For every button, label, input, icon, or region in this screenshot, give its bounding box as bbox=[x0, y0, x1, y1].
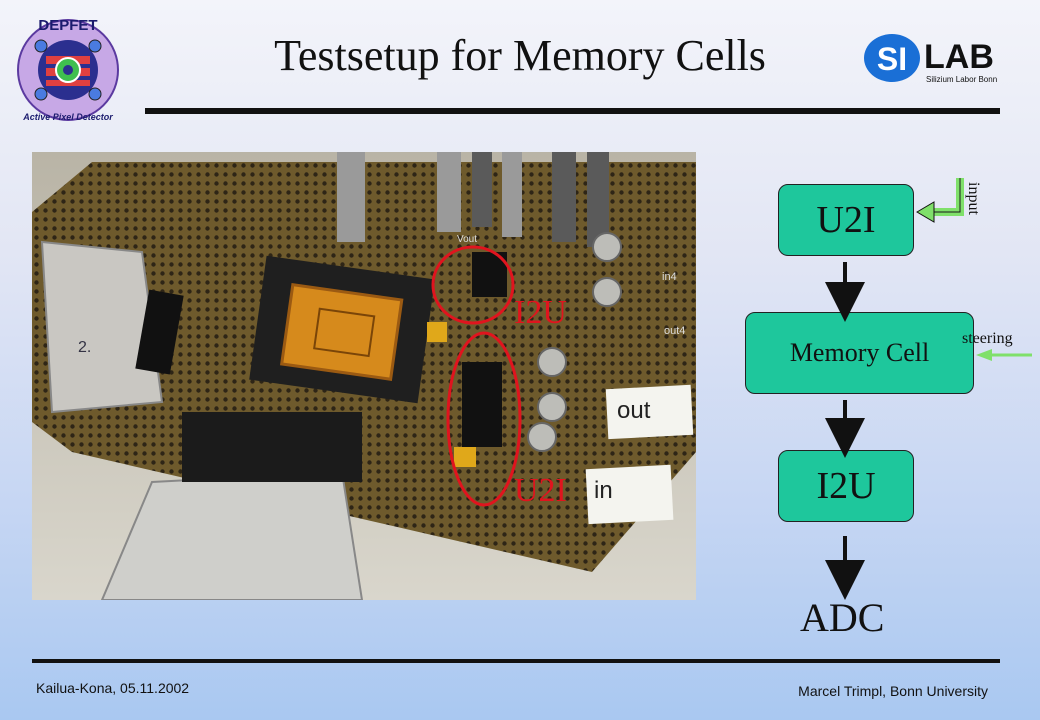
i2u-highlight-circle bbox=[431, 245, 515, 325]
silab-lab-text: LAB bbox=[924, 38, 994, 76]
depfet-logo-top-text: DEPFET bbox=[38, 17, 97, 34]
board-label-in4: in4 bbox=[662, 271, 677, 283]
silab-sub-text: Silizium Labor Bonn bbox=[926, 75, 997, 84]
footer-author: Marcel Trimpl, Bonn University bbox=[798, 683, 988, 699]
ic-u2i bbox=[462, 362, 502, 447]
board-label-2: 2. bbox=[78, 339, 91, 356]
photo-label-i2u: I2U bbox=[514, 294, 567, 331]
title-rule bbox=[145, 108, 1000, 114]
footer-rule bbox=[32, 659, 1000, 663]
depfet-logo: DEPFET Active Pixel Detector bbox=[17, 17, 119, 122]
memory-cell-block: Memory Cell bbox=[745, 312, 974, 394]
detector-chip bbox=[279, 283, 404, 381]
ic-left bbox=[135, 289, 184, 375]
depfet-logo-bottom-text: Active Pixel Detector bbox=[22, 112, 113, 122]
slide-title: Testsetup for Memory Cells bbox=[274, 31, 766, 80]
steering-label: steering bbox=[962, 330, 1013, 347]
photo-label-u2i: U2I bbox=[514, 472, 567, 509]
board-label-in: in bbox=[594, 477, 613, 504]
test-board-photo: out in 2. out4 in4 Vout I2U U2I bbox=[32, 152, 696, 600]
ribbon-connector bbox=[40, 240, 164, 414]
board-label-out: out bbox=[617, 397, 651, 424]
silab-logo: SI LAB Silizium Labor Bonn bbox=[864, 34, 997, 84]
board-label-out4: out4 bbox=[664, 325, 685, 337]
i2u-block: I2U bbox=[778, 450, 914, 522]
input-label: input bbox=[965, 182, 982, 215]
board-label-vout: Vout bbox=[457, 234, 477, 245]
u2i-block: U2I bbox=[778, 184, 914, 256]
flow-arrows bbox=[825, 178, 1032, 600]
adc-label: ADC bbox=[800, 595, 885, 640]
silab-si-text: SI bbox=[877, 41, 907, 77]
footer-location-date: Kailua-Kona, 05.11.2002 bbox=[36, 680, 190, 696]
black-header bbox=[182, 412, 362, 482]
u2i-highlight-circle bbox=[446, 331, 522, 507]
